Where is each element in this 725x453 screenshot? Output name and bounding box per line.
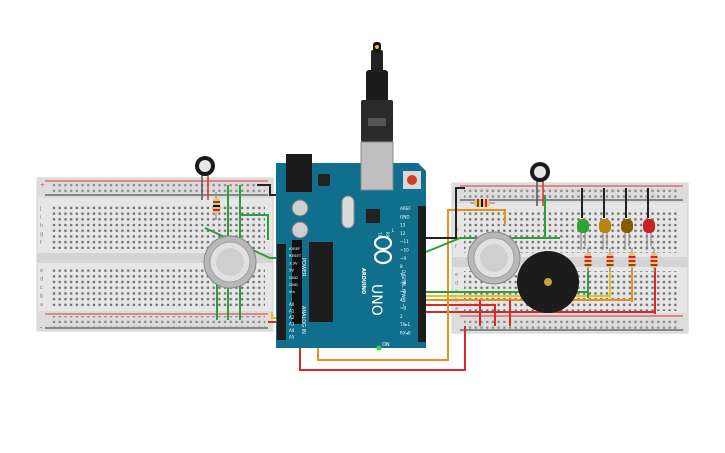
resistor-band: [650, 256, 658, 258]
piezo-buzzer: [517, 251, 579, 313]
arduino-uno: ARDUINO UNO POWER ANALOG IN DIGITAL (PWM…: [276, 42, 426, 351]
power-pin-labels: IOREF RESET 3.3V 5V GND GND Vin: [289, 246, 302, 294]
digital-pin-label: AREF: [400, 206, 411, 211]
arduino-analog-label: ANALOG IN: [300, 306, 306, 334]
digital-pin-label: ~5: [400, 289, 407, 294]
arduino-model: UNO: [368, 284, 384, 316]
row-letter: e: [40, 268, 43, 274]
resistor-band: [606, 260, 614, 262]
row-letter: j: [39, 206, 41, 212]
resistor-band: [606, 264, 614, 266]
resistor-band: [628, 264, 636, 266]
digital-pin-label: 2: [400, 314, 403, 319]
row-letter: a: [40, 302, 43, 308]
row-letter: e: [455, 272, 458, 278]
digital-pin-label: ~9: [400, 256, 407, 261]
wire-green-left2: [240, 214, 269, 240]
row-letter: f: [40, 240, 42, 246]
power-pin-label: RESET: [289, 253, 302, 258]
digital-pin-labels: AREF GND 13 12 ~11 ~10 ~9 8 7 ~6 ~5 4 ~3 2TX▸1RX◂0: [399, 206, 411, 336]
analog-pin-label: A2: [289, 315, 295, 320]
resistor-left: [213, 192, 220, 220]
power-pin-label: Vin: [289, 289, 296, 294]
digital-pin-label: TX▸1: [399, 322, 411, 327]
row-letter: c: [40, 285, 43, 291]
microphone-right: [530, 162, 550, 206]
led: [599, 219, 611, 233]
led: [577, 219, 589, 233]
row-letter: b: [40, 294, 43, 300]
bb-left-plus: +: [40, 182, 45, 189]
led: [621, 219, 633, 233]
bb-left-minus: -: [40, 324, 42, 331]
digital-pin-label: RX◂0: [400, 331, 411, 336]
power-pin-label: IOREF: [289, 246, 300, 251]
row-letter: d: [40, 277, 43, 283]
arduino-brand: ARDUINO: [360, 268, 366, 294]
power-pin-label: 3.3V: [289, 260, 298, 265]
row-letter: h: [40, 223, 43, 229]
digital-pin-label: 8: [400, 264, 403, 269]
resistor-band: [584, 264, 592, 266]
resistor-band: [584, 260, 592, 262]
resistor-band: [628, 260, 636, 262]
digital-pin-label: 13: [400, 223, 406, 228]
resistor-band: [628, 256, 636, 258]
analog-pin-label: A5: [289, 335, 295, 340]
gas-sensor-left: [203, 235, 257, 289]
analog-pin-label: A1: [289, 309, 295, 314]
resistor-band: [606, 256, 614, 258]
resistor-band: [650, 264, 658, 266]
wire-black-right: [426, 187, 465, 239]
resistor-band: [650, 260, 658, 262]
power-pin-label: GND: [289, 275, 298, 280]
arduino-digital-label: DIGITAL (PWM ~): [400, 270, 406, 309]
arduino-power-label: POWER: [300, 258, 306, 277]
power-pin-label: GND: [289, 282, 298, 287]
digital-pin-label: ~3: [400, 306, 407, 311]
analog-pin-label: A0: [289, 302, 295, 307]
row-letter: f: [455, 244, 457, 250]
led-resistor-row: [584, 248, 658, 272]
digital-pin-label: ~11: [400, 239, 409, 244]
led: [643, 219, 655, 233]
row-letter: g: [40, 232, 43, 238]
arduino-rx-label: RX: [385, 232, 390, 238]
analog-pin-label: A4: [289, 328, 295, 333]
digital-pin-label: 4: [400, 297, 403, 302]
digital-pin-label: GND: [400, 214, 410, 219]
led-row: [577, 219, 655, 250]
row-letter: d: [455, 281, 458, 287]
microphone-left: [195, 156, 215, 200]
arduino-l-label: L: [392, 228, 395, 233]
row-letter: i: [40, 215, 41, 221]
digital-pin-label: 7: [400, 272, 403, 277]
arduino-logo-icon: [373, 235, 393, 265]
wire-green-d12: [425, 237, 560, 253]
resistor-band: [584, 256, 592, 258]
gas-sensor-right: [467, 231, 521, 285]
arduino-tx-label: TX: [377, 231, 382, 237]
digital-pin-label: ~6: [400, 281, 407, 286]
arduino-on-label: ON: [382, 342, 390, 348]
row-letter: a: [455, 306, 458, 312]
resistor-right-top: [470, 199, 495, 207]
digital-pin-label: 12: [400, 231, 406, 236]
digital-pin-label: ~10: [400, 248, 409, 253]
analog-pin-label: A3: [289, 322, 295, 327]
power-pin-label: 5V: [289, 268, 294, 273]
